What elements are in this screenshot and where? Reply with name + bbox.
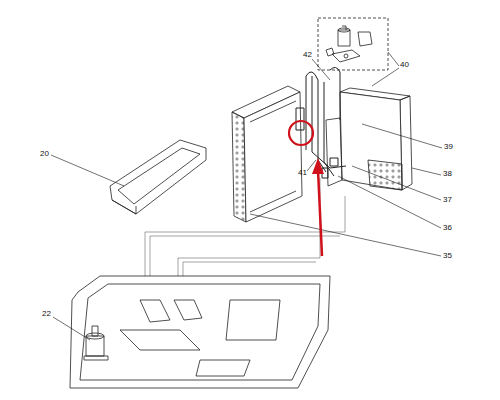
leader-lines: [51, 52, 442, 340]
callout-number: 42: [303, 51, 312, 59]
callout-number: 22: [42, 310, 51, 318]
callout-number: 38: [443, 170, 452, 178]
callout-number: 36: [443, 224, 452, 232]
base-pan: [70, 276, 330, 388]
detail-box: [318, 18, 388, 70]
callout-number: 39: [444, 143, 453, 151]
refrigerant-pipes: [296, 67, 346, 178]
callout-number: 41: [298, 169, 307, 177]
rear-coil: [326, 88, 412, 190]
highlight: [289, 121, 324, 256]
evaporator-coil: [232, 86, 302, 222]
callout-number: 20: [40, 150, 49, 158]
callout-number: 40: [400, 61, 409, 69]
callout-number: 35: [443, 252, 452, 260]
drain-pump: [84, 326, 108, 360]
valve-parts: [326, 26, 372, 62]
drain-tray: [110, 140, 206, 214]
callout-number: 37: [443, 196, 452, 204]
